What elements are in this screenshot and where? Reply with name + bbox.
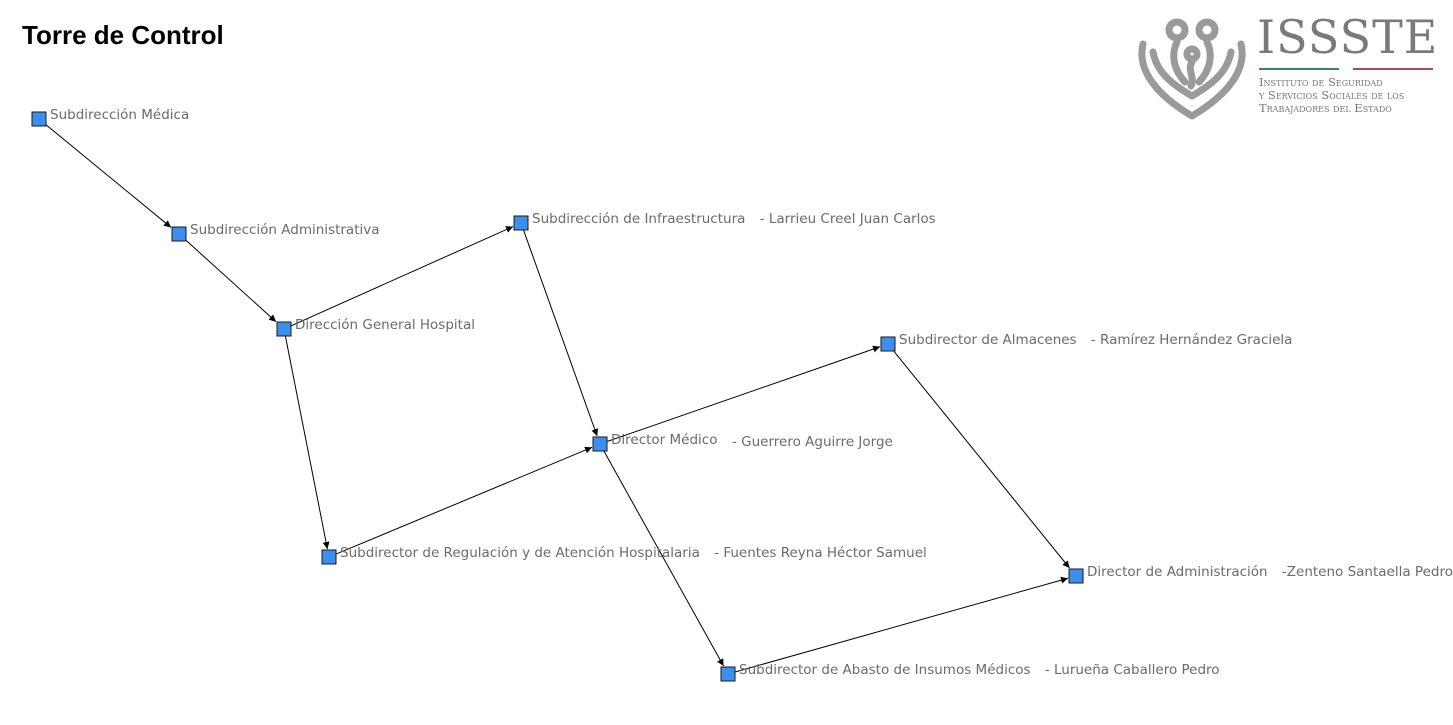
edge-n6-n8 [891, 348, 1070, 569]
node-title: Subdirección de Infraestructura [532, 211, 750, 227]
edge-n1-n2 [43, 122, 172, 228]
node-person: - Guerrero Aguirre Jorge [732, 434, 893, 450]
node-label: Dirección General Hospital [295, 317, 475, 333]
logo-name: ISSSTE [1257, 10, 1439, 64]
node-label: Subdirector de Regulación y de Atención … [340, 545, 927, 561]
node-label: Subdirección Administrativa [190, 222, 380, 238]
node-label: Subdirector de Almacenes - Ramírez Herná… [899, 332, 1292, 348]
node-n2[interactable] [171, 226, 187, 242]
node-label: Director Médico - Guerrero Aguirre Jorge [611, 432, 893, 450]
edge-n4-n5 [522, 228, 599, 437]
edge-n7-n5 [334, 446, 593, 556]
node-person: - Lurueña Caballero Pedro [1044, 662, 1220, 678]
logo-stripe-green [1259, 68, 1339, 70]
logo-stripe-red [1353, 68, 1433, 70]
edge-n9-n8 [733, 576, 1069, 673]
node-n1[interactable] [31, 111, 47, 127]
node-label: Subdirector de Abasto de Insumos Médicos… [739, 662, 1220, 678]
node-person: - Ramírez Hernández Graciela [1090, 332, 1293, 348]
page-title: Torre de Control [22, 20, 224, 50]
node-n9[interactable] [720, 666, 736, 682]
node-title: Subdirector de Almacenes [899, 332, 1081, 348]
node-title: Subdirector de Regulación y de Atención … [340, 545, 705, 561]
edge-n5-n9 [602, 448, 724, 667]
node-n7[interactable] [321, 549, 337, 565]
node-n8[interactable] [1068, 568, 1084, 584]
node-label: Subdirección de Infraestructura - Larrie… [532, 211, 936, 227]
node-title: Dirección General Hospital [295, 317, 475, 333]
node-person: - Larrieu Creel Juan Carlos [759, 211, 936, 227]
node-n4[interactable] [513, 215, 529, 231]
node-label: Subdirección Médica [50, 107, 189, 123]
node-n3[interactable] [276, 321, 292, 337]
node-title: Director Médico [611, 432, 722, 448]
hands-family-emblem-icon [1138, 18, 1246, 120]
node-title: Subdirector de Abasto de Insumos Médicos [739, 662, 1035, 678]
edge-n2-n3 [183, 237, 277, 323]
node-person: -Zenteno Santaella Pedro [1281, 564, 1453, 580]
node-title: Subdirección Médica [50, 107, 190, 123]
edge-n5-n6 [605, 345, 881, 443]
logo-subtitle-line: Instituto de Seguridad [1259, 75, 1383, 89]
node-title: Subdirección Administrativa [190, 222, 380, 238]
node-person: - Fuentes Reyna Héctor Samuel [714, 545, 927, 561]
logo-subtitle-line: Trabajadores del Estado [1259, 101, 1392, 115]
node-label: Director de Administración -Zenteno Sant… [1087, 564, 1453, 580]
node-title: Director de Administración [1087, 564, 1272, 580]
logo-subtitle-line: y Servicios Sociales de los [1259, 88, 1405, 102]
edge-n3-n7 [284, 334, 330, 550]
node-n5[interactable] [592, 436, 608, 452]
edge-n3-n4 [289, 226, 514, 328]
node-n6[interactable] [880, 336, 896, 352]
